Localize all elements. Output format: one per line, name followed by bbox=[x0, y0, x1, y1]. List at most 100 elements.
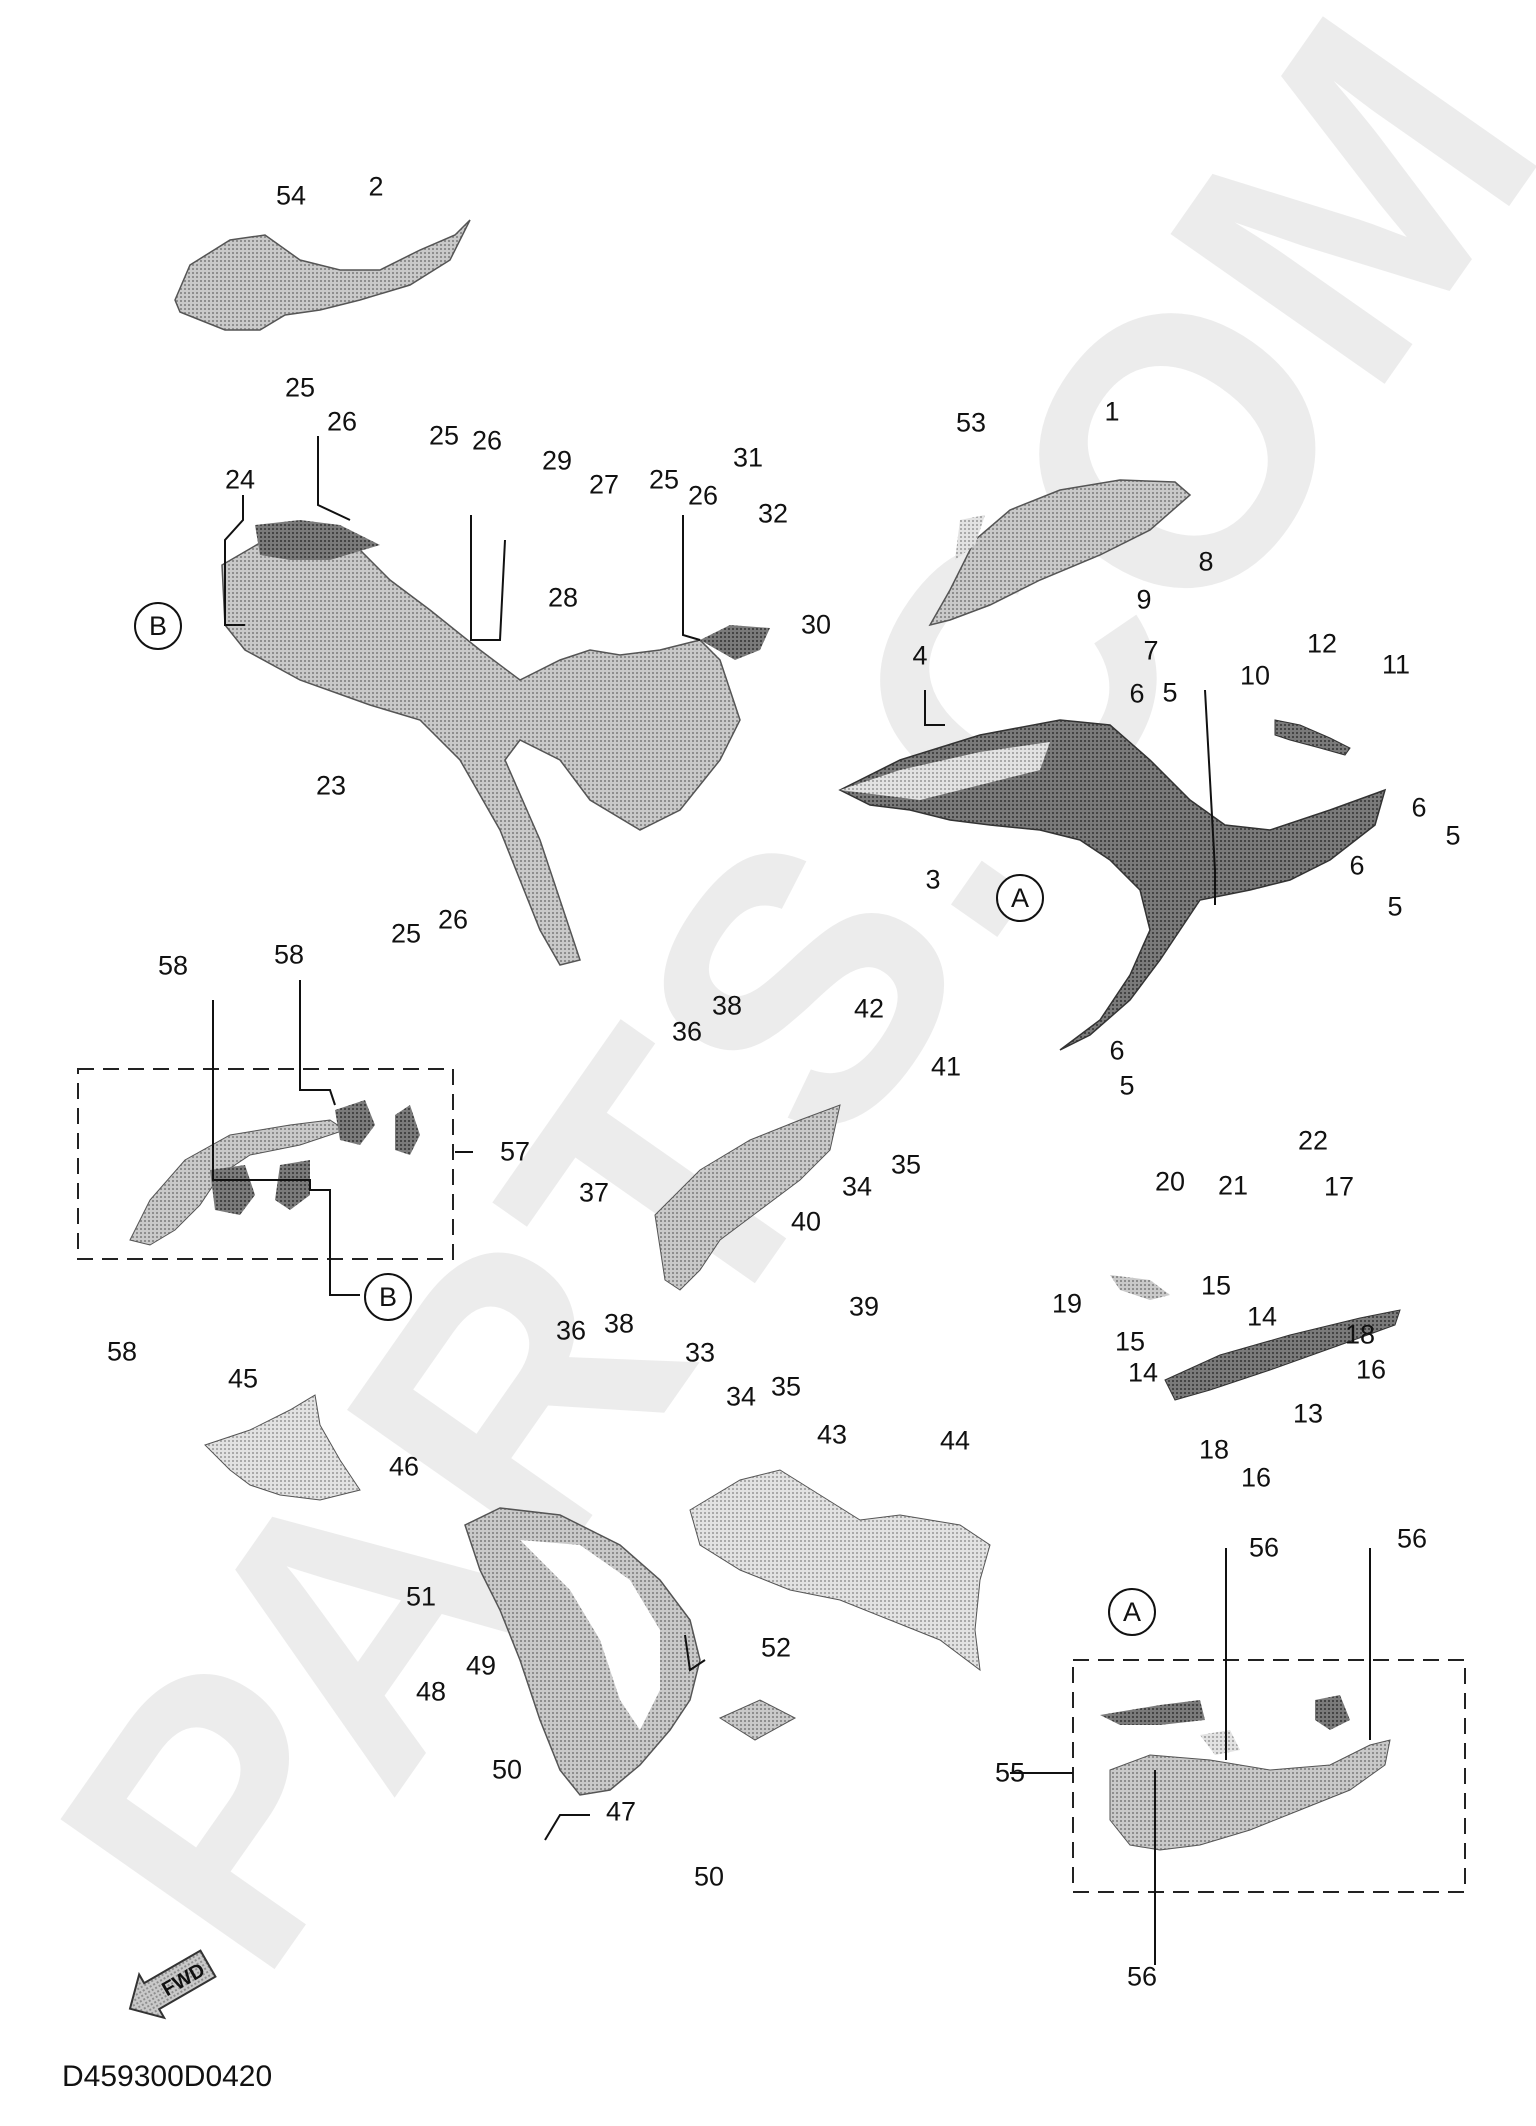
callout-part-16: 16 bbox=[1240, 1462, 1272, 1493]
fwd-arrow-icon: FWD bbox=[128, 1949, 217, 2020]
callout-part-38: 38 bbox=[603, 1308, 635, 1339]
callout-part-58: 58 bbox=[273, 939, 305, 970]
part-43-panel bbox=[689, 1469, 991, 1672]
callout-part-33: 33 bbox=[684, 1337, 716, 1368]
callout-part-3: 3 bbox=[925, 864, 941, 895]
callout-part-8: 8 bbox=[1198, 546, 1214, 577]
callout-part-1: 1 bbox=[1104, 396, 1120, 427]
callout-part-26: 26 bbox=[687, 480, 719, 511]
callout-part-19: 19 bbox=[1051, 1288, 1083, 1319]
callout-part-26: 26 bbox=[326, 406, 358, 437]
callout-part-25: 25 bbox=[390, 918, 422, 949]
part-33-panel bbox=[654, 1104, 841, 1291]
callout-part-37: 37 bbox=[578, 1177, 610, 1208]
callout-part-30: 30 bbox=[800, 609, 832, 640]
callout-part-57: 57 bbox=[499, 1136, 531, 1167]
part-52-pad bbox=[718, 1699, 797, 1741]
callout-part-25: 25 bbox=[428, 420, 460, 451]
callout-part-4: 4 bbox=[912, 640, 928, 671]
callout-part-2: 2 bbox=[368, 171, 384, 202]
callout-part-34: 34 bbox=[725, 1381, 757, 1412]
callout-part-28: 28 bbox=[547, 582, 579, 613]
part-13-bar bbox=[1110, 1275, 1401, 1401]
callout-part-55: 55 bbox=[994, 1757, 1026, 1788]
callout-part-52: 52 bbox=[760, 1632, 792, 1663]
callout-part-44: 44 bbox=[939, 1425, 971, 1456]
callout-part-6: 6 bbox=[1129, 678, 1145, 709]
callout-part-58: 58 bbox=[157, 950, 189, 981]
callout-part-29: 29 bbox=[541, 445, 573, 476]
callout-part-9: 9 bbox=[1136, 584, 1152, 615]
reference-circle-a: A bbox=[996, 874, 1044, 922]
callout-part-53: 53 bbox=[955, 407, 987, 438]
callout-part-48: 48 bbox=[415, 1676, 447, 1707]
part-23-side-cowl bbox=[221, 520, 770, 966]
callout-part-34: 34 bbox=[841, 1171, 873, 1202]
callout-part-23: 23 bbox=[315, 770, 347, 801]
callout-part-26: 26 bbox=[471, 425, 503, 456]
callout-part-17: 17 bbox=[1323, 1171, 1355, 1202]
callout-part-5: 5 bbox=[1162, 677, 1178, 708]
diagram-code: D459300D0420 bbox=[62, 2060, 273, 2093]
callout-part-27: 27 bbox=[588, 469, 620, 500]
callout-part-22: 22 bbox=[1297, 1125, 1329, 1156]
callout-part-35: 35 bbox=[770, 1371, 802, 1402]
callout-part-39: 39 bbox=[848, 1291, 880, 1322]
callout-part-11: 11 bbox=[1381, 649, 1411, 680]
part-1-panel bbox=[928, 479, 1192, 627]
reference-circle-b: B bbox=[134, 602, 182, 650]
callout-part-46: 46 bbox=[388, 1451, 420, 1482]
callout-part-15: 15 bbox=[1114, 1326, 1146, 1357]
callout-part-35: 35 bbox=[890, 1149, 922, 1180]
callout-part-18: 18 bbox=[1198, 1434, 1230, 1465]
callout-part-16: 16 bbox=[1355, 1354, 1387, 1385]
callout-part-50: 50 bbox=[693, 1861, 725, 1892]
callout-part-5: 5 bbox=[1445, 820, 1461, 851]
callout-part-25: 25 bbox=[648, 464, 680, 495]
callout-part-54: 54 bbox=[275, 180, 307, 211]
callout-part-6: 6 bbox=[1109, 1035, 1125, 1066]
callout-part-25: 25 bbox=[284, 372, 316, 403]
callout-part-6: 6 bbox=[1349, 850, 1365, 881]
reference-circle-a: A bbox=[1108, 1588, 1156, 1636]
part-55-assembly bbox=[1072, 1659, 1466, 1893]
callout-part-13: 13 bbox=[1292, 1398, 1324, 1429]
part-3-side-cowl bbox=[838, 719, 1387, 1051]
callout-part-5: 5 bbox=[1387, 891, 1403, 922]
callout-part-10: 10 bbox=[1239, 660, 1271, 691]
callout-part-14: 14 bbox=[1246, 1301, 1278, 1332]
callout-part-12: 12 bbox=[1306, 628, 1338, 659]
callout-part-51: 51 bbox=[405, 1581, 437, 1612]
callout-part-36: 36 bbox=[555, 1315, 587, 1346]
callout-part-14: 14 bbox=[1127, 1357, 1159, 1388]
callout-part-21: 21 bbox=[1217, 1170, 1249, 1201]
callout-part-24: 24 bbox=[224, 464, 256, 495]
part-47-lower-cowl bbox=[464, 1507, 701, 1796]
callout-part-31: 31 bbox=[732, 442, 764, 473]
callout-part-49: 49 bbox=[465, 1650, 497, 1681]
callout-part-56: 56 bbox=[1396, 1523, 1428, 1554]
callout-part-18: 18 bbox=[1344, 1319, 1376, 1350]
callout-part-36: 36 bbox=[671, 1016, 703, 1047]
callout-part-26: 26 bbox=[437, 904, 469, 935]
callout-part-41: 41 bbox=[930, 1051, 962, 1082]
callout-part-20: 20 bbox=[1154, 1166, 1186, 1197]
part-57-assembly bbox=[77, 1068, 454, 1260]
callout-part-50: 50 bbox=[491, 1754, 523, 1785]
callout-part-38: 38 bbox=[711, 990, 743, 1021]
callout-part-58: 58 bbox=[106, 1336, 138, 1367]
callout-part-32: 32 bbox=[757, 498, 789, 529]
callout-part-42: 42 bbox=[853, 993, 885, 1024]
callout-part-56: 56 bbox=[1126, 1961, 1158, 1992]
reference-circle-b: B bbox=[364, 1273, 412, 1321]
callout-part-47: 47 bbox=[605, 1796, 637, 1827]
callout-part-40: 40 bbox=[790, 1206, 822, 1237]
callout-part-5: 5 bbox=[1119, 1070, 1135, 1101]
callout-part-6: 6 bbox=[1411, 792, 1427, 823]
part-10-bracket bbox=[1274, 719, 1351, 756]
callout-part-56: 56 bbox=[1248, 1532, 1280, 1563]
callout-part-15: 15 bbox=[1200, 1270, 1232, 1301]
part-2-panel bbox=[174, 219, 471, 331]
callout-part-43: 43 bbox=[816, 1419, 848, 1450]
